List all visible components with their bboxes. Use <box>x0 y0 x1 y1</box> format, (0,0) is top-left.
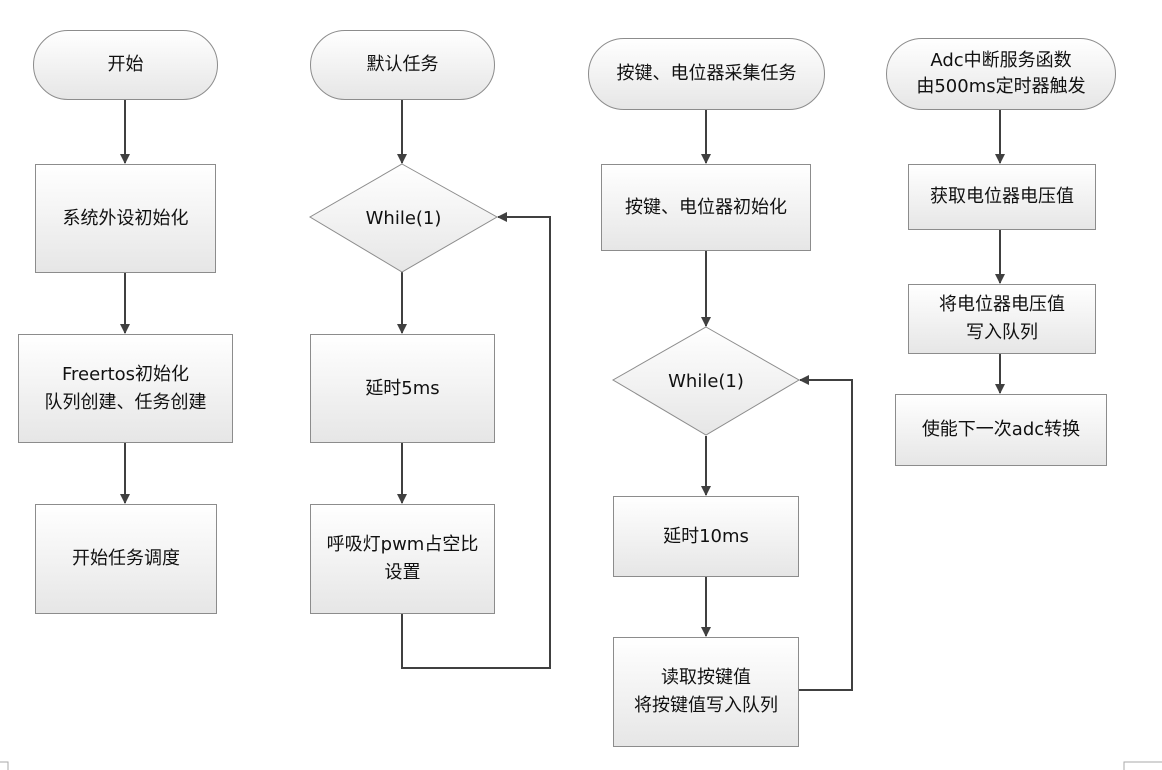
pwm-duty-box: 呼吸灯pwm占空比 设置 <box>310 504 495 614</box>
adc-isr-terminal: Adc中断服务函数 由500ms定时器触发 <box>886 38 1116 110</box>
peripheral-init-box: 系统外设初始化 <box>35 164 216 273</box>
decision-diamond-c3 <box>612 326 800 436</box>
write-queue-box: 将电位器电压值 写入队列 <box>908 284 1096 354</box>
decision-diamond-c2 <box>309 163 499 273</box>
corner-mark-right <box>1123 761 1162 770</box>
corner-mark-left <box>0 761 9 770</box>
loop-back-c3 <box>798 375 853 691</box>
delay-5ms-box: 延时5ms <box>310 334 495 443</box>
loop-back-c2 <box>401 212 551 669</box>
delay-10ms-box: 延时10ms <box>613 496 799 577</box>
freertos-init-box: Freertos初始化 队列创建、任务创建 <box>18 334 233 443</box>
key-pot-init-box: 按键、电位器初始化 <box>601 164 811 251</box>
key-pot-task-terminal: 按键、电位器采集任务 <box>588 38 825 110</box>
read-key-box: 读取按键值 将按键值写入队列 <box>613 637 799 747</box>
start-scheduler-box: 开始任务调度 <box>35 504 217 614</box>
enable-next-adc-box: 使能下一次adc转换 <box>895 394 1107 466</box>
default-task-terminal: 默认任务 <box>310 30 495 100</box>
start-terminal: 开始 <box>33 30 218 100</box>
while-loop-label-c3: While(1) <box>668 370 744 392</box>
while-loop-label-c2: While(1) <box>365 207 442 229</box>
get-pot-voltage-box: 获取电位器电压值 <box>908 164 1096 230</box>
